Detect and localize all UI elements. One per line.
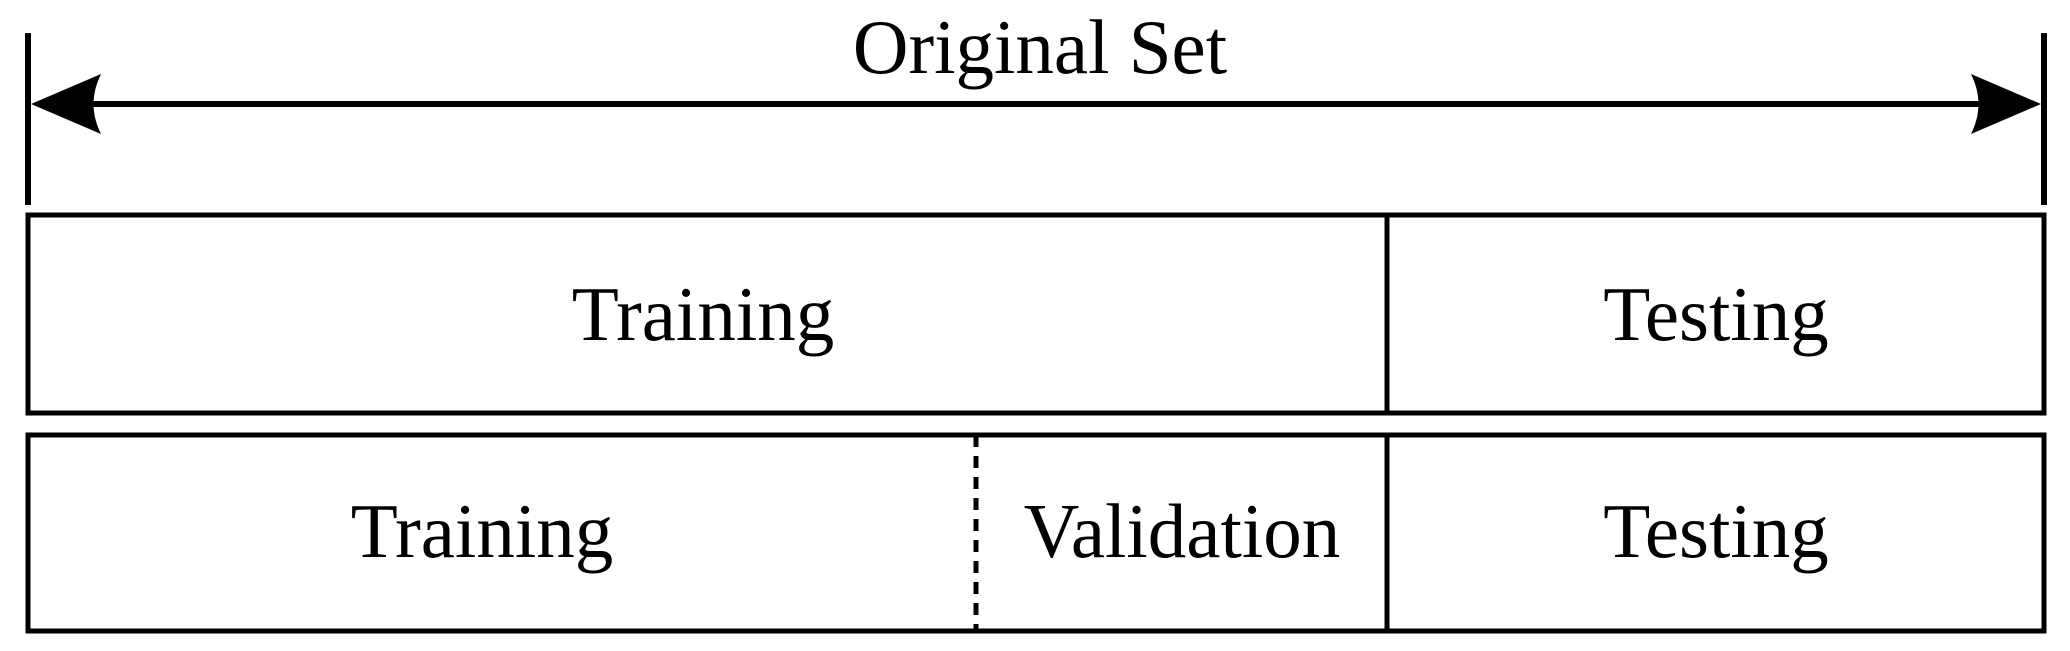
validation-segment-label: Validation [1024, 488, 1341, 574]
original-set-span: Original Set [25, 4, 2047, 205]
testing-segment-label: Testing [1603, 488, 1829, 574]
left-arrowhead-icon [31, 74, 101, 134]
training-segment-label: Training [572, 271, 834, 357]
train-test-bar-outline [25, 212, 2047, 416]
train-test-split-bar: Training Testing [25, 212, 2047, 416]
right-arrowhead-icon [1971, 74, 2041, 134]
training-segment-label: Training [351, 488, 613, 574]
train-validation-test-bar-outline [25, 432, 2047, 634]
original-set-title: Original Set [853, 4, 1227, 90]
train-validation-test-split-bar: Training Validation Testing [25, 432, 2047, 634]
testing-segment-label: Testing [1603, 271, 1829, 357]
